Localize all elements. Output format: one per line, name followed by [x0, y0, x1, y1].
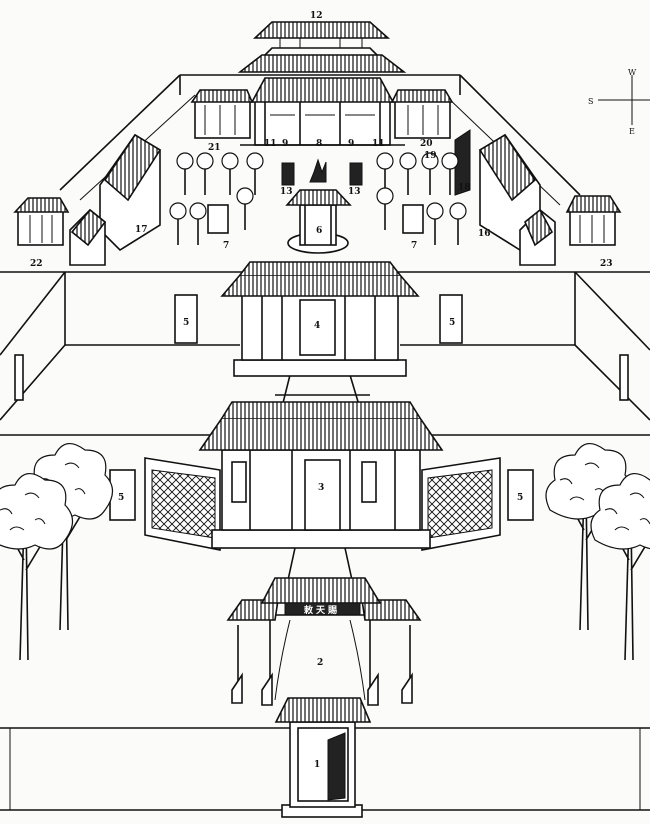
label-11b: 11 [372, 139, 385, 149]
compass: W S E [588, 68, 650, 136]
label-3: 3 [318, 483, 324, 493]
side-door-right [439, 294, 463, 344]
label-4: 4 [314, 321, 320, 331]
side-halls [13, 89, 622, 266]
label-18: 18 [458, 183, 471, 193]
shrine-left [207, 204, 229, 234]
gate-plaque-text: 敕天賜 [304, 604, 340, 616]
label-13a: 13 [280, 187, 293, 197]
label-22: 22 [30, 259, 43, 269]
label-7a: 7 [223, 241, 229, 251]
hall-3 [198, 401, 444, 549]
censer-left [281, 162, 295, 186]
label-1: 1 [314, 760, 320, 770]
memorial-archway: 敕天賜 [226, 577, 422, 706]
label-5c: 5 [118, 493, 124, 503]
compass-e: E [629, 127, 635, 136]
side-door-left [174, 294, 198, 344]
compass-s: S [588, 97, 593, 106]
label-16: 16 [478, 229, 491, 239]
hall-4 [220, 261, 420, 377]
label-5a: 5 [183, 318, 189, 328]
rear-courtyard [13, 21, 622, 266]
entrance-gate [274, 697, 372, 818]
label-21: 21 [208, 143, 221, 153]
label-7b: 7 [411, 241, 417, 251]
label-20: 20 [420, 139, 433, 149]
label-5d: 5 [517, 493, 523, 503]
label-11a: 11 [264, 139, 277, 149]
label-12: 12 [310, 11, 323, 21]
label-8: 8 [316, 139, 322, 149]
label-13b: 13 [348, 187, 361, 197]
front-courtyard: 敕天賜 [0, 401, 650, 706]
label-9b: 9 [348, 139, 354, 149]
label-17: 17 [135, 225, 148, 235]
label-2: 2 [317, 658, 323, 668]
label-9a: 9 [282, 139, 288, 149]
side-door-front-left [109, 469, 136, 521]
censer-right [349, 162, 363, 186]
front-wall [0, 697, 650, 818]
main-hall [237, 21, 407, 146]
side-door-front-right [507, 469, 534, 521]
pavilion [285, 189, 352, 254]
number-labels: 1 2 3 4 5 5 5 5 6 7 7 8 9 9 11 11 12 13 … [30, 11, 613, 770]
compass-w: W [628, 68, 637, 77]
label-6: 6 [316, 226, 322, 236]
label-23: 23 [600, 259, 613, 269]
shrine-right [402, 204, 424, 234]
label-19: 19 [424, 151, 437, 161]
label-5b: 5 [449, 318, 455, 328]
